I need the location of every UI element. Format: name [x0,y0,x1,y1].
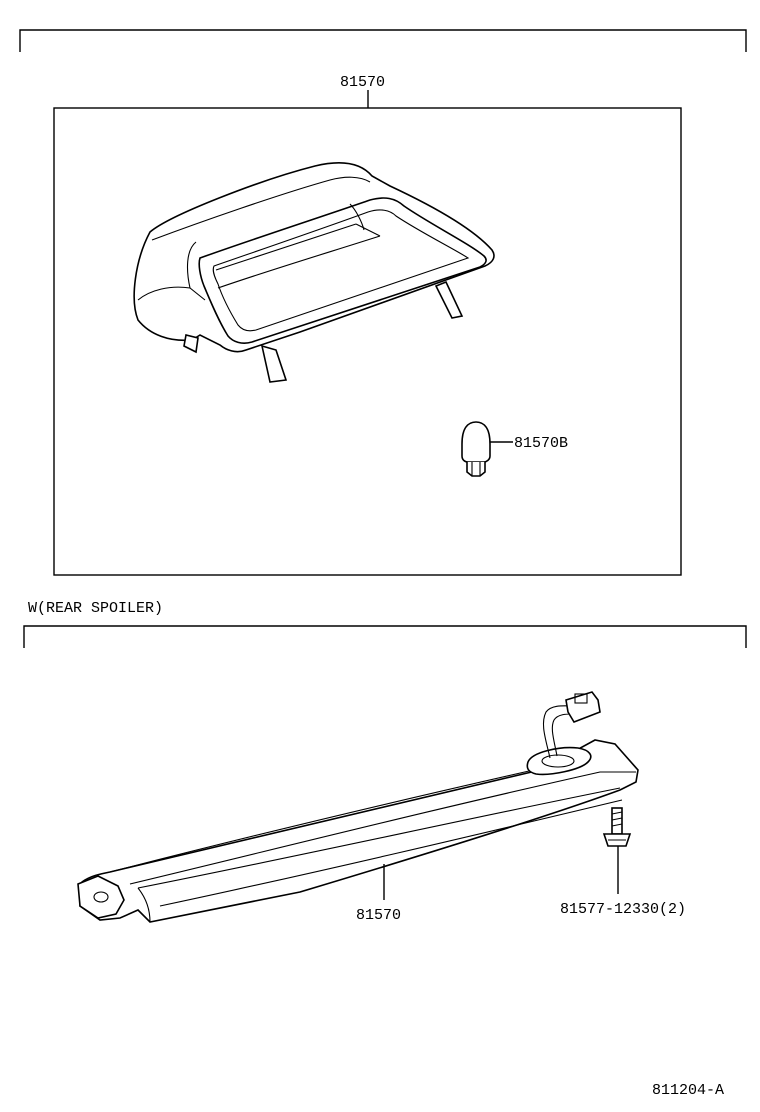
screw-drawing [602,807,632,847]
rear-spoiler-heading: W(REAR SPOILER) [28,600,163,617]
bulb-drawing [461,421,491,477]
top-section-bracket [19,29,747,52]
bottom-section-bracket [23,625,747,648]
top-assembly-part-number: 81570 [340,74,385,91]
high-mount-stop-lamp-drawing [133,162,495,383]
bulb-part-number: 81570B [514,435,568,452]
screw-part-number: 81577-12330(2) [560,901,686,918]
spoiler-assembly-part-number: 81570 [356,907,401,924]
figure-id: 811204-A [652,1082,724,1099]
spoiler-lamp-drawing [77,691,639,923]
